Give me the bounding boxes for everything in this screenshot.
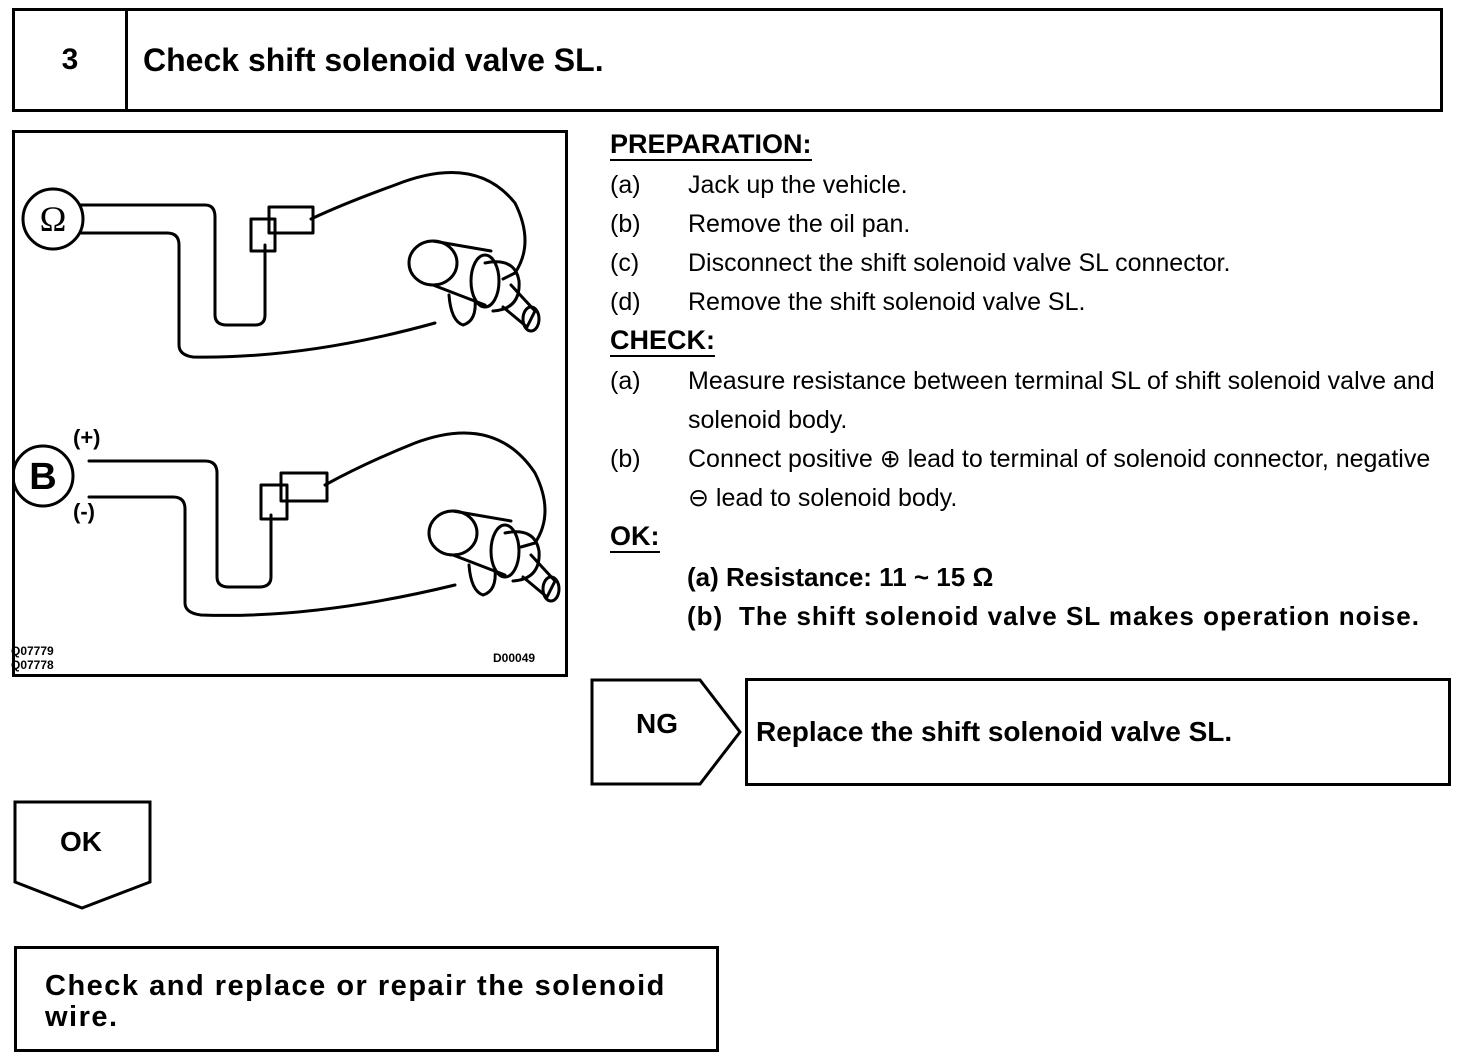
battery-symbol bbox=[15, 444, 75, 508]
figure-code-2: Q07778 bbox=[11, 658, 54, 672]
battery-lead-positive bbox=[87, 459, 273, 589]
step-number: 3 bbox=[15, 11, 128, 109]
check-item: (a)Measure resistance between terminal S… bbox=[610, 367, 1435, 434]
preparation-item: (a)Jack up the vehicle. bbox=[610, 171, 908, 199]
ohmmeter-lead-lower bbox=[75, 231, 437, 359]
ok-arrow-box bbox=[13, 800, 152, 910]
connector-plug-lower bbox=[279, 471, 329, 503]
solenoid-diagram: Ω B (+) (-) bbox=[15, 171, 561, 617]
negative-label: (-) bbox=[73, 499, 95, 524]
solenoid-body-lower bbox=[427, 509, 479, 557]
ok-spec-noise: (b)The shift solenoid valve SL makes ope… bbox=[687, 601, 1420, 631]
ohmmeter-symbol bbox=[21, 187, 85, 251]
check-heading: CHECK: bbox=[610, 325, 715, 357]
check-item: (b)Connect positive ⊕ lead to terminal o… bbox=[610, 445, 1431, 512]
step-title: Check shift solenoid valve SL. bbox=[143, 41, 604, 78]
battery-label: B bbox=[29, 456, 56, 498]
preparation-heading: PREPARATION: bbox=[610, 129, 812, 161]
positive-label: (+) bbox=[73, 425, 101, 450]
preparation-item: (c)Disconnect the shift solenoid valve S… bbox=[610, 249, 1231, 277]
ok-label: OK bbox=[60, 826, 102, 857]
preparation-item: (b)Remove the oil pan. bbox=[610, 210, 911, 238]
ng-arrow-box bbox=[590, 678, 742, 786]
instructions: PREPARATION: (a)Jack up the vehicle. (b)… bbox=[610, 126, 1456, 636]
battery-lead-negative bbox=[87, 495, 457, 617]
connector-housing-upper bbox=[249, 217, 277, 253]
figure-code-3: D00049 bbox=[493, 651, 536, 665]
ng-label: NG bbox=[636, 708, 678, 739]
connector-plug-upper bbox=[267, 205, 315, 235]
ohm-symbol: Ω bbox=[40, 199, 67, 239]
figure-code-1: Q07779 bbox=[11, 644, 54, 658]
solenoid-body-upper bbox=[407, 239, 459, 287]
ohmmeter-lead-upper bbox=[75, 203, 267, 327]
step-header: 3 Check shift solenoid valve SL. bbox=[12, 8, 1443, 112]
ng-action-box: Replace the shift solenoid valve SL. bbox=[745, 678, 1451, 786]
solenoid-wire-upper bbox=[309, 171, 527, 281]
solenoid-wire-lower bbox=[323, 431, 547, 549]
ok-heading: OK: bbox=[610, 521, 660, 553]
ok-action-box: Check and replace or repair the solenoid… bbox=[14, 946, 719, 1052]
preparation-item: (d)Remove the shift solenoid valve SL. bbox=[610, 288, 1086, 316]
solenoid-test-illustration: Ω B (+) (-) Q07779 Q07778 D00049 bbox=[11, 130, 568, 677]
ok-spec-resistance: (a) Resistance: 11 ~ 15 Ω bbox=[687, 562, 994, 592]
